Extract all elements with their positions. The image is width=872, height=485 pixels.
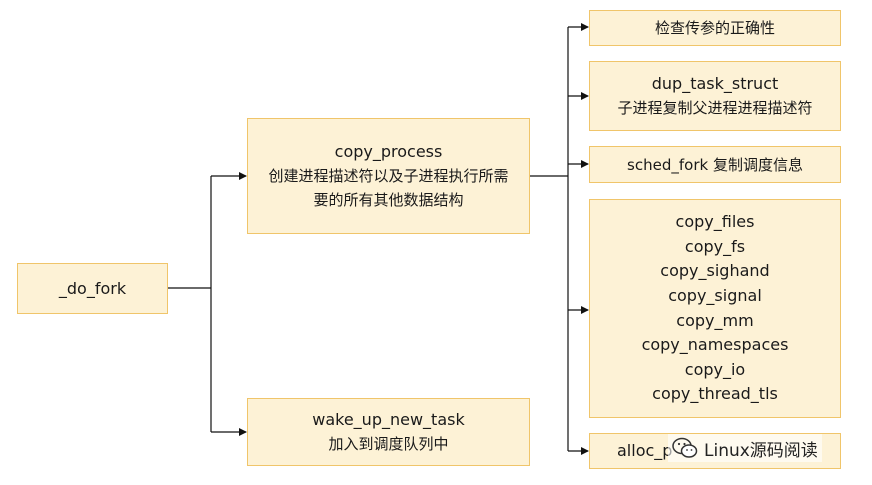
node-alloc-pid-label: alloc_p [617,441,673,460]
copy-func-item: copy_io [684,359,746,379]
node-copy-process-desc-line1: 创建进程描述符以及子进程执行所需 [268,167,509,185]
node-wake-up-new-task: wake_up_new_task 加入到调度队列中 [247,398,530,466]
node-do-fork: _do_fork [17,263,168,314]
node-check-args-label: 检查传参的正确性 [654,19,775,37]
node-do-fork-label: _do_fork [58,278,127,298]
copy-func-item: copy_sighand [660,261,770,281]
node-copy-funcs: copy_files copy_fs copy_sighand copy_sig… [589,199,841,418]
copy-func-item: copy_signal [668,285,762,305]
node-sched-fork: sched_fork 复制调度信息 [589,146,841,183]
node-check-args: 检查传参的正确性 [589,10,841,46]
node-dup-task-struct: dup_task_struct 子进程复制父进程进程描述符 [589,61,841,131]
node-dup-task-struct-title: dup_task_struct [651,74,779,93]
copy-func-item: copy_mm [676,310,754,330]
node-sched-fork-label: sched_fork 复制调度信息 [627,155,803,174]
wechat-icon [672,437,698,458]
node-copy-process: copy_process 创建进程描述符以及子进程执行所需 要的所有其他数据结构 [247,118,530,234]
node-copy-process-desc-line2: 要的所有其他数据结构 [313,191,464,209]
node-wake-up-new-task-desc: 加入到调度队列中 [328,435,449,453]
copy-func-item: copy_files [675,212,755,232]
watermark: Linux源码阅读 [668,434,822,462]
copy-func-item: copy_namespaces [641,335,789,355]
copy-func-item: copy_fs [684,236,746,256]
node-wake-up-new-task-title: wake_up_new_task [312,410,465,429]
watermark-text: Linux源码阅读 [704,440,818,461]
node-copy-process-title: copy_process [334,142,443,161]
node-dup-task-struct-desc: 子进程复制父进程进程描述符 [617,99,813,117]
copy-func-item: copy_thread_tls [652,384,778,404]
